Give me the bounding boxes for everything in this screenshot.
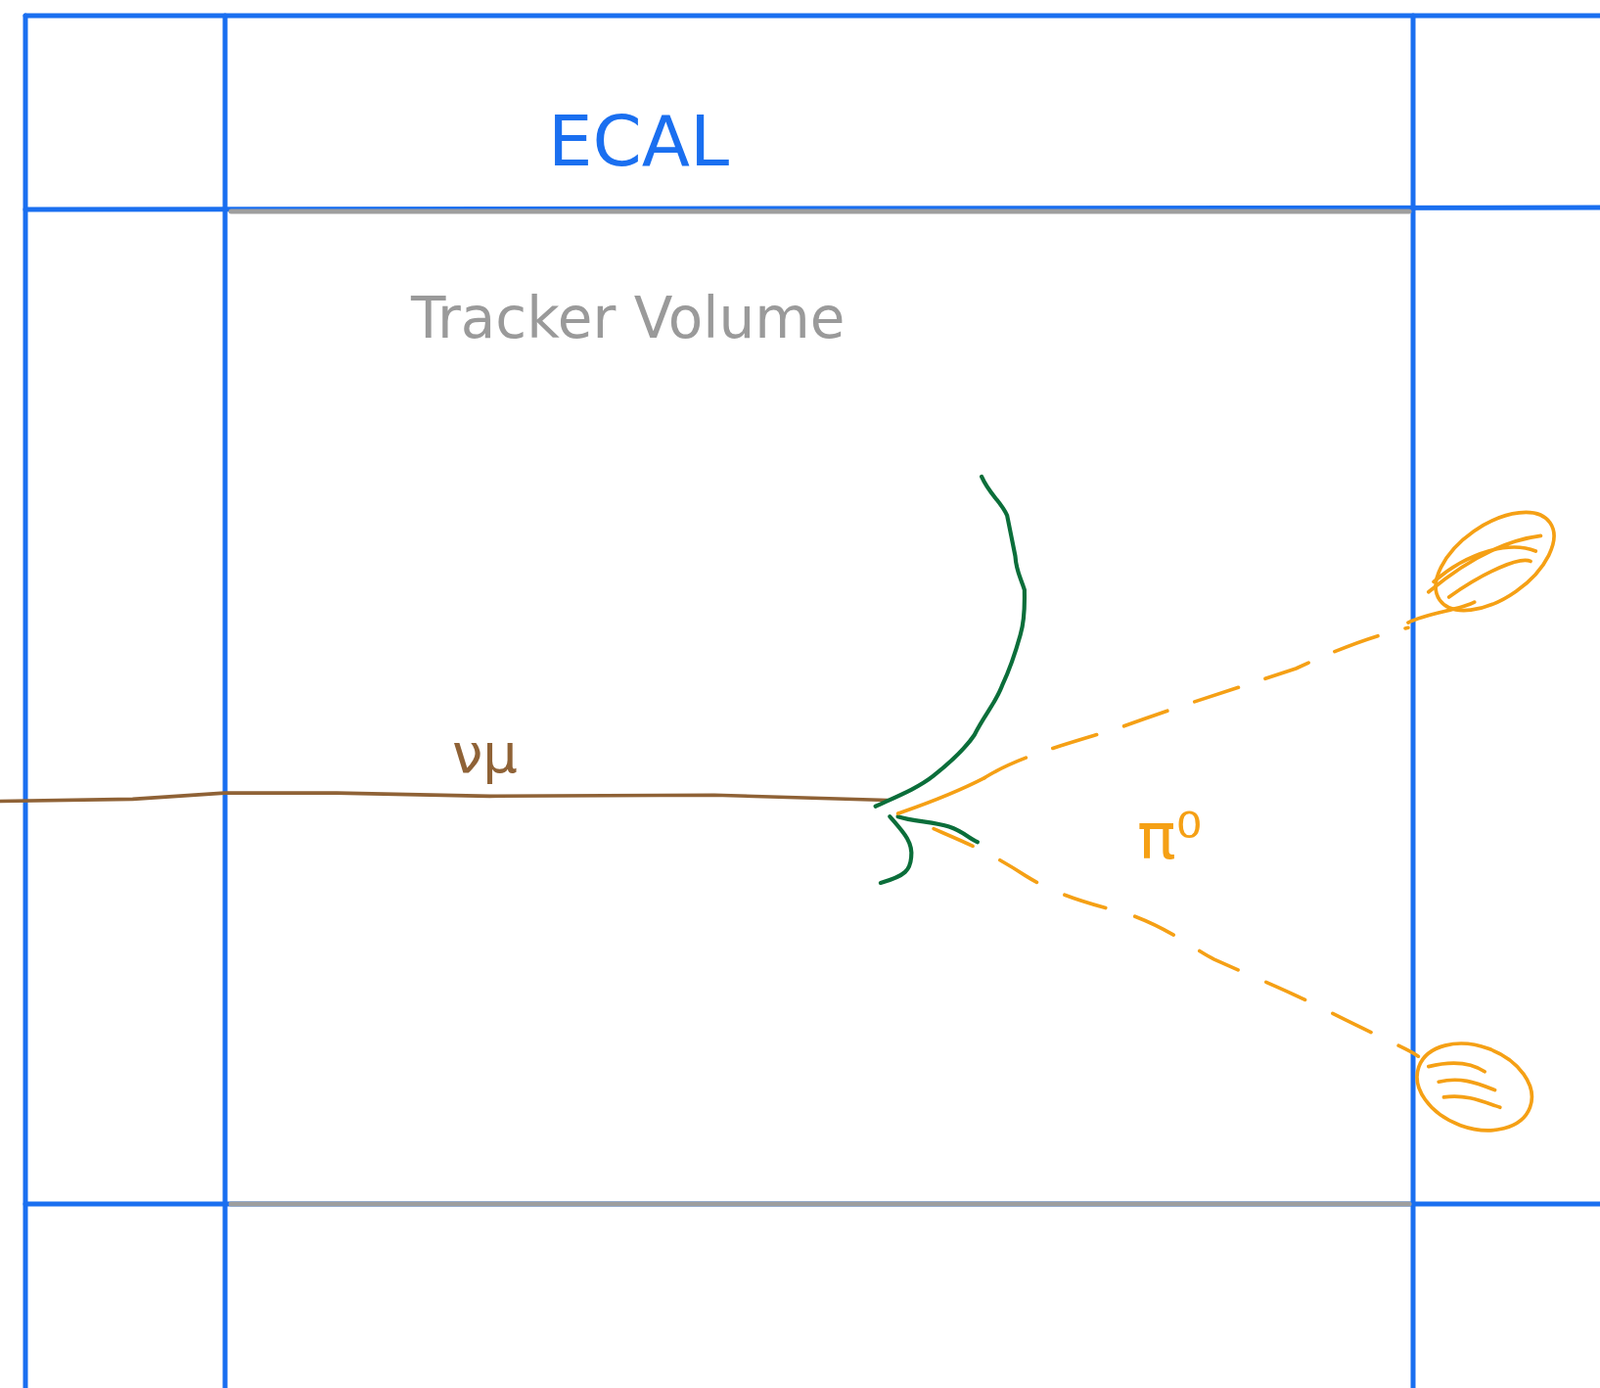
em-shower	[1408, 492, 1572, 630]
detector-grid	[25, 15, 1600, 1388]
neutrino-line	[0, 792, 888, 801]
particle-label: π⁰	[1137, 804, 1202, 869]
region-label: Tracker Volume	[411, 289, 845, 347]
charged-tracks	[875, 476, 1025, 883]
region-label: ECAL	[548, 105, 730, 177]
particle-label: νμ	[452, 726, 518, 781]
tracker-boundary	[230, 211, 1410, 1204]
pi0-photons	[898, 492, 1572, 1145]
em-shower	[1405, 1028, 1545, 1146]
